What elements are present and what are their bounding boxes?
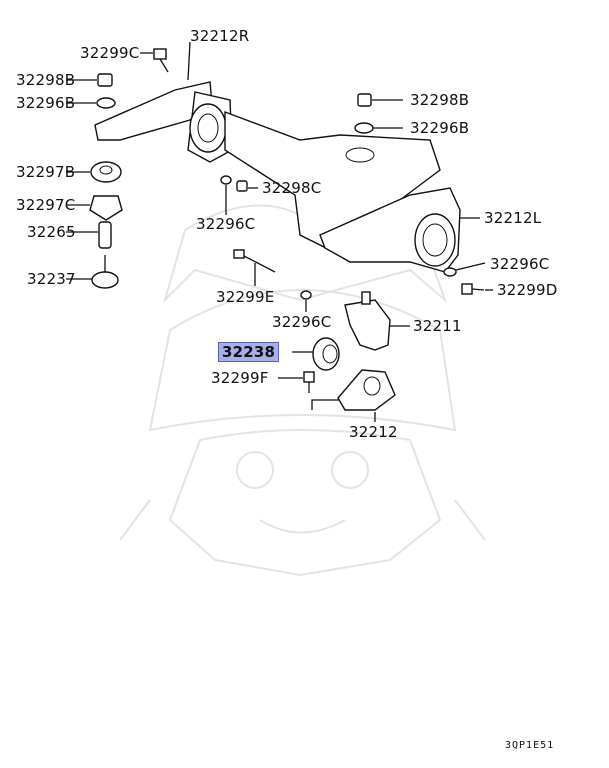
- bushing-32238: [312, 337, 340, 371]
- mount-32297b: [90, 161, 122, 183]
- callout-32298c: 32298C: [262, 179, 322, 197]
- callout-32296b-right: 32296B: [410, 119, 470, 137]
- callout-32299d: 32299D: [497, 281, 558, 299]
- callout-32212r: 32212R: [190, 27, 250, 45]
- callout-32212l: 32212L: [484, 209, 542, 227]
- stud-32237: [91, 255, 119, 289]
- callout-32299f: 32299F: [211, 369, 269, 387]
- callout-32212: 32212: [349, 423, 398, 441]
- bolt-32299e: [233, 249, 276, 273]
- bracket-32211: [344, 291, 391, 351]
- crossmember: [94, 81, 461, 273]
- bolt-32299f: [303, 371, 315, 393]
- callout-32296c-low: 32296C: [272, 313, 332, 331]
- callout-32296c-mid: 32296C: [196, 215, 256, 233]
- washer-32296c-right: [443, 267, 457, 277]
- washer-32296c-mid: [220, 175, 232, 185]
- callout-32296c-right: 32296C: [490, 255, 550, 273]
- cushion-32297c: [89, 195, 123, 221]
- callout-32238-highlighted[interactable]: 32238: [218, 342, 280, 362]
- leader-lines: [66, 41, 493, 422]
- bolt-32299d: [461, 283, 485, 295]
- washer-32296b-right: [354, 122, 374, 134]
- bolt-32299c: [153, 48, 169, 73]
- washer-32296c-low: [300, 290, 312, 300]
- callout-32296b-left: 32296B: [16, 94, 76, 112]
- callout-32237: 32237: [27, 270, 76, 288]
- callout-32298b-left: 32298B: [16, 71, 76, 89]
- callout-32299e: 32299E: [216, 288, 275, 306]
- washer-32296b-left: [96, 97, 116, 109]
- callout-32299c-top: 32299C: [80, 44, 140, 62]
- callout-32298b-right: 32298B: [410, 91, 470, 109]
- callout-32211: 32211: [413, 317, 462, 335]
- callout-32297b: 32297B: [16, 163, 76, 181]
- callout-32297c: 32297C: [16, 196, 76, 214]
- figure-code: 3QP1E51: [505, 740, 555, 751]
- nut-32298c: [236, 180, 248, 192]
- nut-32298b-right: [357, 93, 372, 107]
- mount-32212: [337, 369, 396, 411]
- callout-32265: 32265: [27, 223, 76, 241]
- spacer-32265: [98, 221, 112, 249]
- nut-32298b-left: [97, 73, 113, 87]
